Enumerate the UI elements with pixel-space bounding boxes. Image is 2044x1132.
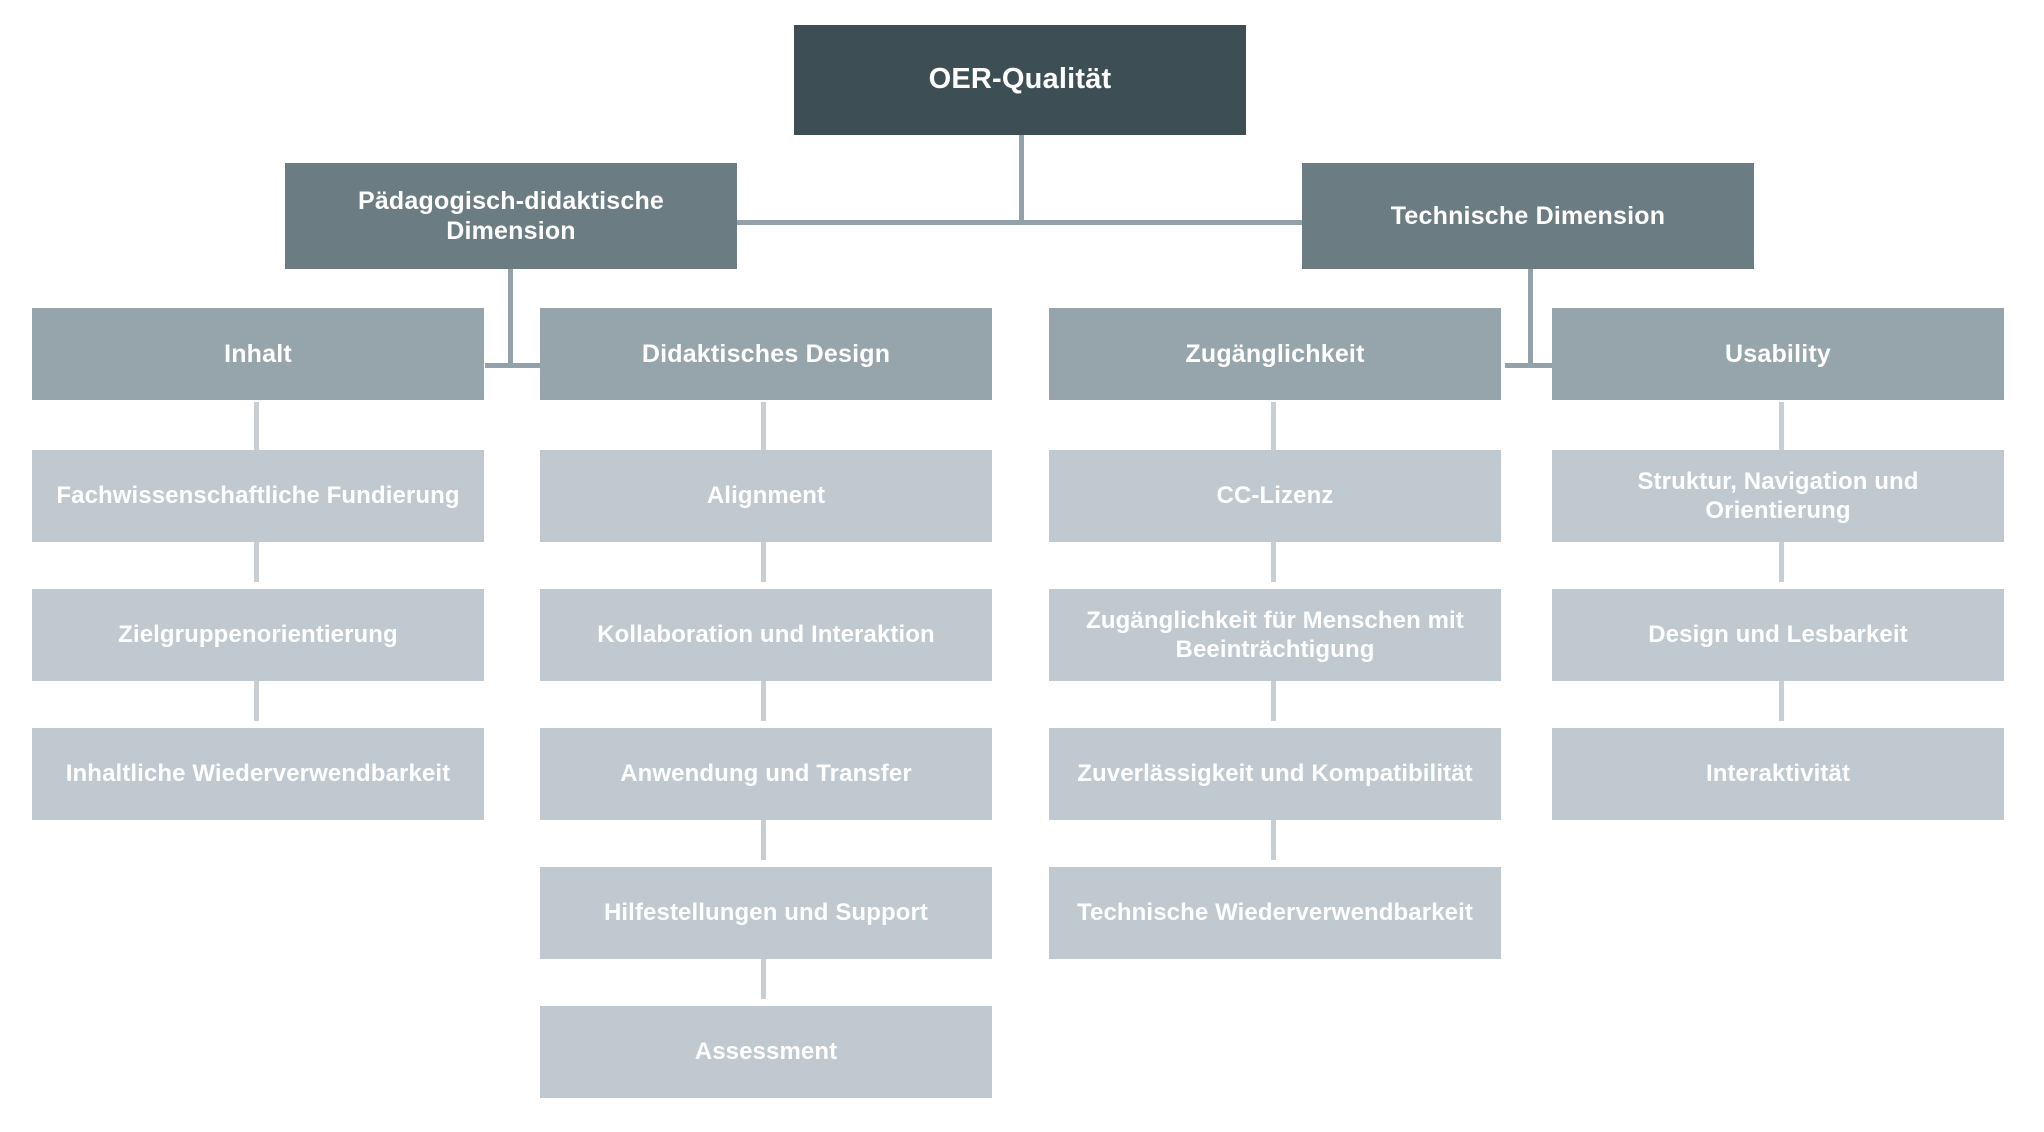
node-category-didaktisches-design[interactable]: Didaktisches Design <box>540 308 992 400</box>
connector-col3-seg2 <box>1271 542 1276 582</box>
connector-col2-seg5 <box>761 959 766 999</box>
connector-right-category-spine <box>1505 363 1562 368</box>
node-criterion-fachwissenschaftliche-fundierung[interactable]: Fachwissenschaftliche Fundierung <box>32 450 484 542</box>
node-criterion-interaktivitaet[interactable]: Interaktivität <box>1552 728 2004 820</box>
node-criterion-inhaltliche-wiederverwendbarkeit[interactable]: Inhaltliche Wiederverwendbarkeit <box>32 728 484 820</box>
connector-col3-seg1 <box>1271 402 1276 454</box>
connector-left-dimension-down <box>508 268 513 368</box>
node-dimension-technisch[interactable]: Technische Dimension <box>1302 163 1754 269</box>
node-criterion-design-und-lesbarkeit[interactable]: Design und Lesbarkeit <box>1552 589 2004 681</box>
node-criterion-anwendung-und-transfer[interactable]: Anwendung und Transfer <box>540 728 992 820</box>
node-criterion-zuverlaessigkeit-und-kompatibilitaet[interactable]: Zuverlässigkeit und Kompatibilität <box>1049 728 1501 820</box>
connector-root-down <box>1019 134 1024 224</box>
connector-left-category-spine <box>485 363 542 368</box>
connector-col3-seg4 <box>1271 820 1276 860</box>
node-criterion-assessment[interactable]: Assessment <box>540 1006 992 1098</box>
connector-right-dimension-down <box>1528 268 1533 368</box>
connector-col2-seg2 <box>761 542 766 582</box>
connector-col4-seg2 <box>1779 542 1784 582</box>
node-dimension-paedagogisch-didaktisch[interactable]: Pädagogisch-didaktische Dimension <box>285 163 737 269</box>
node-criterion-alignment[interactable]: Alignment <box>540 450 992 542</box>
connector-col2-seg1 <box>761 402 766 454</box>
node-root-oer-qualitaet[interactable]: OER-Qualität <box>794 25 1246 135</box>
connector-col1-seg2 <box>254 542 259 582</box>
node-criterion-zielgruppenorientierung[interactable]: Zielgruppenorientierung <box>32 589 484 681</box>
node-criterion-zugaenglichkeit-beeintraechtigung[interactable]: Zugänglichkeit für Menschen mit Beeinträ… <box>1049 589 1501 681</box>
connector-col2-seg3 <box>761 681 766 721</box>
connector-col4-seg1 <box>1779 402 1784 454</box>
connector-col1-seg3 <box>254 681 259 721</box>
connector-dimension-spine <box>733 220 1305 225</box>
node-criterion-cc-lizenz[interactable]: CC-Lizenz <box>1049 450 1501 542</box>
node-criterion-kollaboration-und-interaktion[interactable]: Kollaboration und Interaktion <box>540 589 992 681</box>
node-criterion-hilfestellungen-und-support[interactable]: Hilfestellungen und Support <box>540 867 992 959</box>
node-criterion-struktur-navigation-orientierung[interactable]: Struktur, Navigation und Orientierung <box>1552 450 2004 542</box>
connector-col1-seg1 <box>254 402 259 454</box>
connector-col2-seg4 <box>761 820 766 860</box>
node-category-inhalt[interactable]: Inhalt <box>32 308 484 400</box>
connector-col3-seg3 <box>1271 681 1276 721</box>
node-category-zugaenglichkeit[interactable]: Zugänglichkeit <box>1049 308 1501 400</box>
connector-col4-seg3 <box>1779 681 1784 721</box>
node-category-usability[interactable]: Usability <box>1552 308 2004 400</box>
node-criterion-technische-wiederverwendbarkeit[interactable]: Technische Wiederverwendbarkeit <box>1049 867 1501 959</box>
